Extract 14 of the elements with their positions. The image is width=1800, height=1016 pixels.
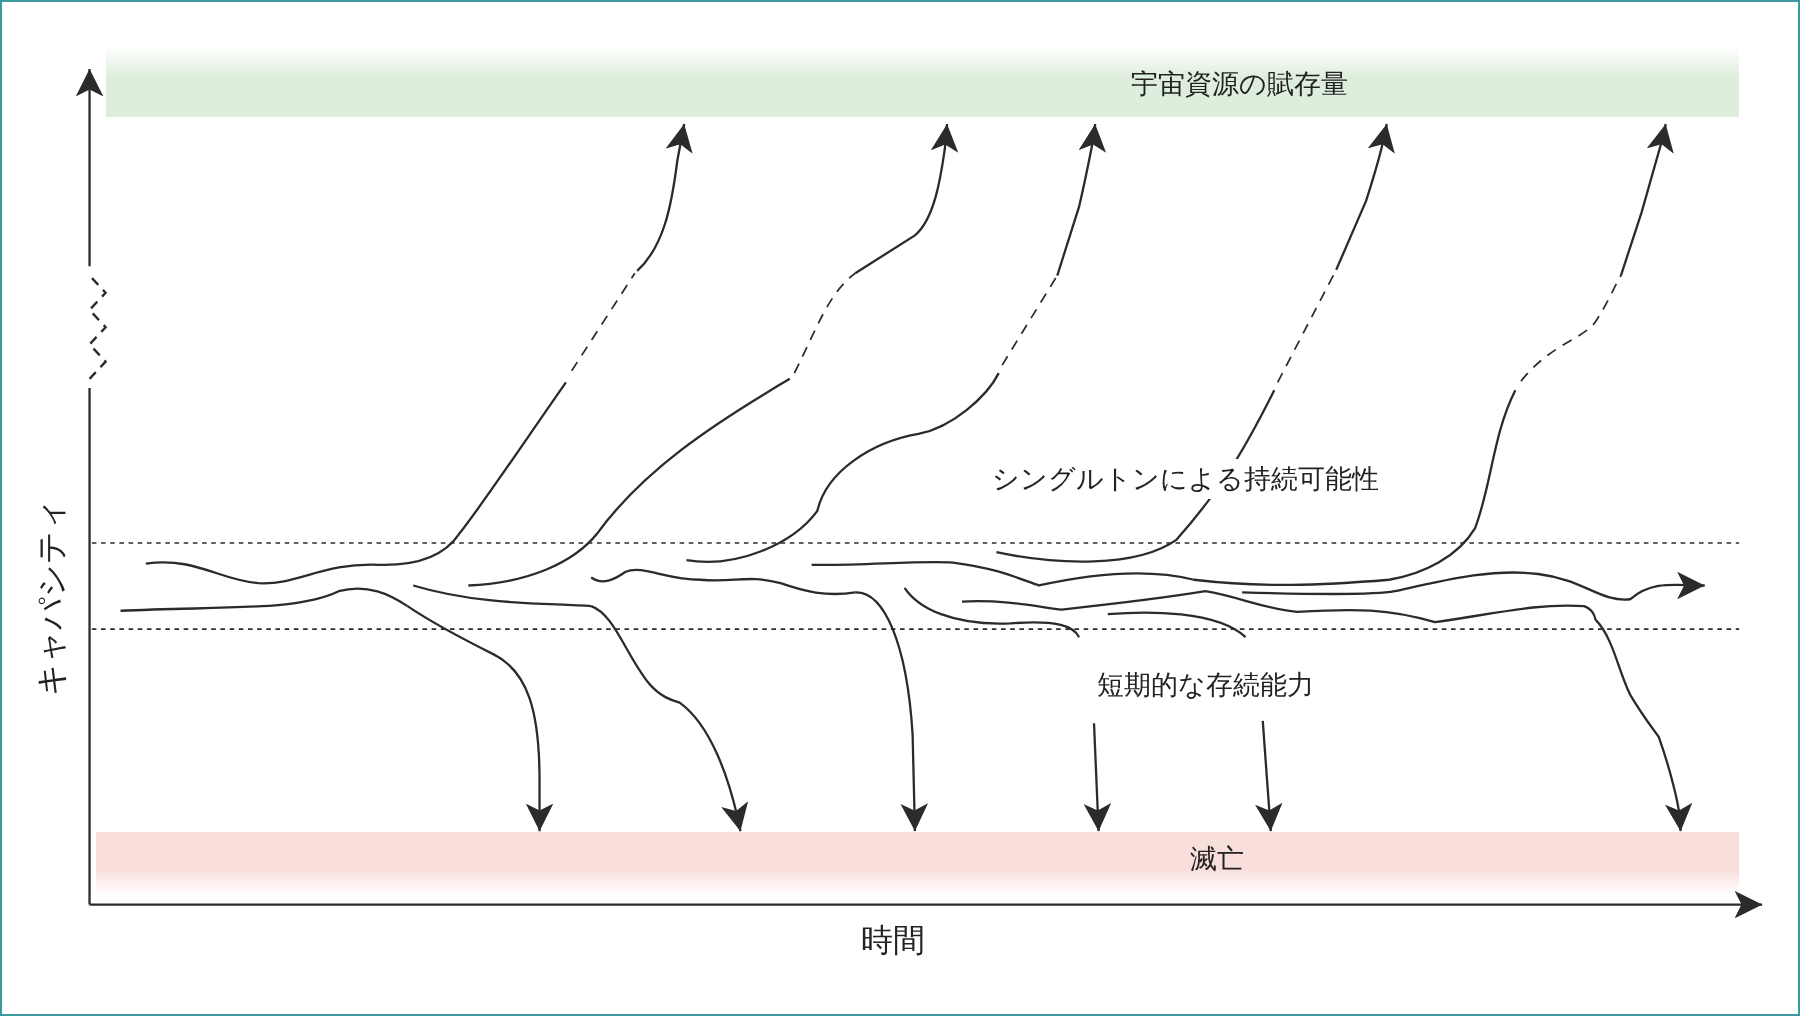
arrow [1255, 720, 1283, 832]
arrow [1619, 123, 1674, 276]
arrow [406, 605, 554, 832]
arrow [636, 123, 693, 272]
arrow [1056, 123, 1107, 276]
arrow [1083, 723, 1112, 832]
extinction-band [96, 832, 1740, 896]
band-label: 宇宙資源の賦存量 [1131, 66, 1349, 101]
arrow [590, 605, 749, 832]
arrow [854, 123, 959, 275]
arrow [855, 591, 929, 832]
arrow [1594, 619, 1693, 832]
arrow [1335, 123, 1395, 271]
band-label: 滅亡 [1189, 841, 1244, 876]
